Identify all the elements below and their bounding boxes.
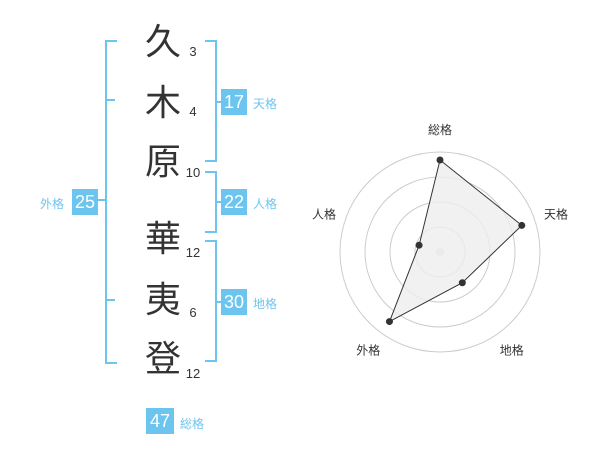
radar-point-1 — [436, 156, 444, 164]
stroke-count-2: 4 — [189, 104, 197, 119]
stroke-count-5: 6 — [189, 305, 197, 320]
radar-label-5: 人格 — [312, 206, 336, 221]
gaikaku-value: 25 — [72, 189, 98, 215]
stroke-count-4: 12 — [185, 245, 201, 260]
name-char-1: 久 — [144, 22, 181, 63]
name-char-5: 夷 — [144, 280, 181, 321]
radar-area — [388, 159, 523, 323]
gaikaku-bracket-tick — [98, 199, 106, 201]
tenkaku-label: 天格 — [253, 97, 278, 111]
name-char-4: 華 — [144, 219, 181, 260]
radar-points — [385, 156, 526, 326]
name-char-6: 登 — [144, 339, 181, 380]
radar-label-3: 地格 — [500, 343, 524, 358]
soukaku-label: 総格 — [180, 417, 205, 431]
chikaku-label: 地格 — [253, 297, 278, 311]
gaikaku-split-tick-2 — [105, 299, 115, 301]
radar-point-2 — [518, 221, 526, 229]
jinkaku-bracket-tick — [215, 201, 221, 203]
tenkaku-bracket-tick — [215, 101, 221, 103]
radar-label-1: 総格 — [428, 122, 452, 137]
soukaku-value: 47 — [146, 408, 174, 434]
radar-point-5 — [415, 241, 423, 249]
gaikaku-split-tick-1 — [105, 99, 115, 101]
radar-label-4: 外格 — [356, 343, 380, 358]
gaikaku-label: 外格 — [40, 197, 65, 211]
chikaku-bracket-tick — [215, 301, 221, 303]
gaikaku-bracket — [105, 40, 117, 364]
stroke-count-1: 3 — [189, 44, 197, 59]
tenkaku-value: 17 — [221, 89, 247, 115]
name-char-2: 木 — [144, 83, 181, 124]
jinkaku-value: 22 — [221, 189, 247, 215]
chikaku-value: 30 — [221, 289, 247, 315]
radar-point-4 — [385, 318, 393, 326]
name-char-3: 原 — [144, 142, 181, 183]
stroke-count-3: 10 — [185, 165, 201, 180]
radar-point-3 — [458, 279, 466, 287]
radar-ring-1 — [339, 151, 541, 353]
radar-label-2: 天格 — [544, 206, 568, 221]
stroke-count-6: 12 — [185, 366, 201, 381]
jinkaku-label: 人格 — [253, 197, 278, 211]
